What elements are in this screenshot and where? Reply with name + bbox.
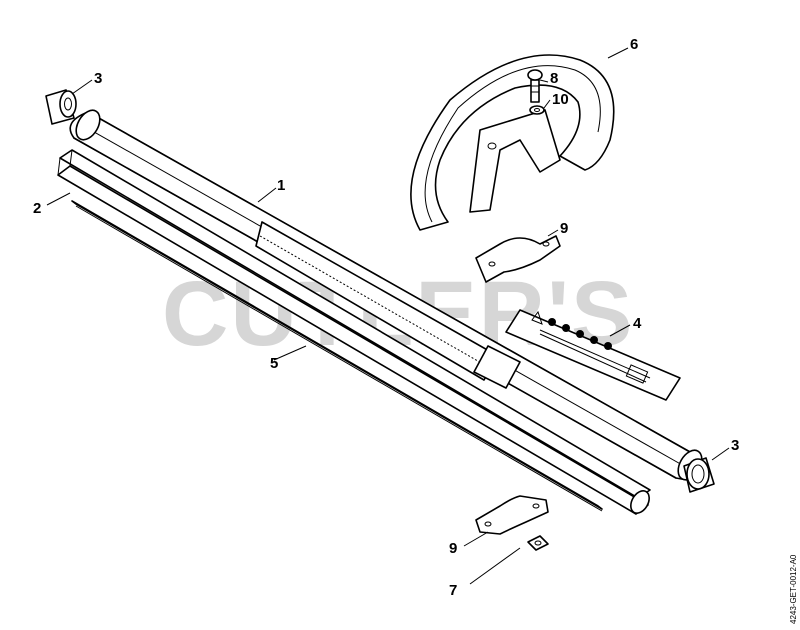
loop-handle [410,54,615,231]
callout-5: 5 [270,355,278,372]
callout-9-lower: 9 [449,540,457,557]
warning-label [505,309,681,401]
callout-4: 4 [633,315,642,332]
callout-2: 2 [33,200,41,217]
callout-1: 1 [277,177,285,194]
liner-tube [57,149,651,515]
leader-lines [46,47,730,585]
end-cap-left [45,89,77,125]
clamp-lower [475,495,549,535]
drive-rod [71,200,603,512]
callout-10: 10 [552,91,569,108]
callout-9-upper: 9 [560,220,568,237]
drive-tube [69,109,704,483]
callout-3-left: 3 [94,70,102,87]
callout-8: 8 [550,70,558,87]
document-id: 4243-GET-0012-A0 [789,554,798,624]
washer [529,105,545,115]
end-cap-right [683,457,715,493]
square-nut [527,535,549,551]
callout-3-right: 3 [731,437,739,454]
warning-triangle-icon [531,310,543,325]
clamp-upper [475,235,561,283]
handle-screw [527,69,543,103]
callout-7: 7 [449,582,457,599]
safety-symbol-icon [548,318,612,350]
callout-6: 6 [630,36,638,53]
